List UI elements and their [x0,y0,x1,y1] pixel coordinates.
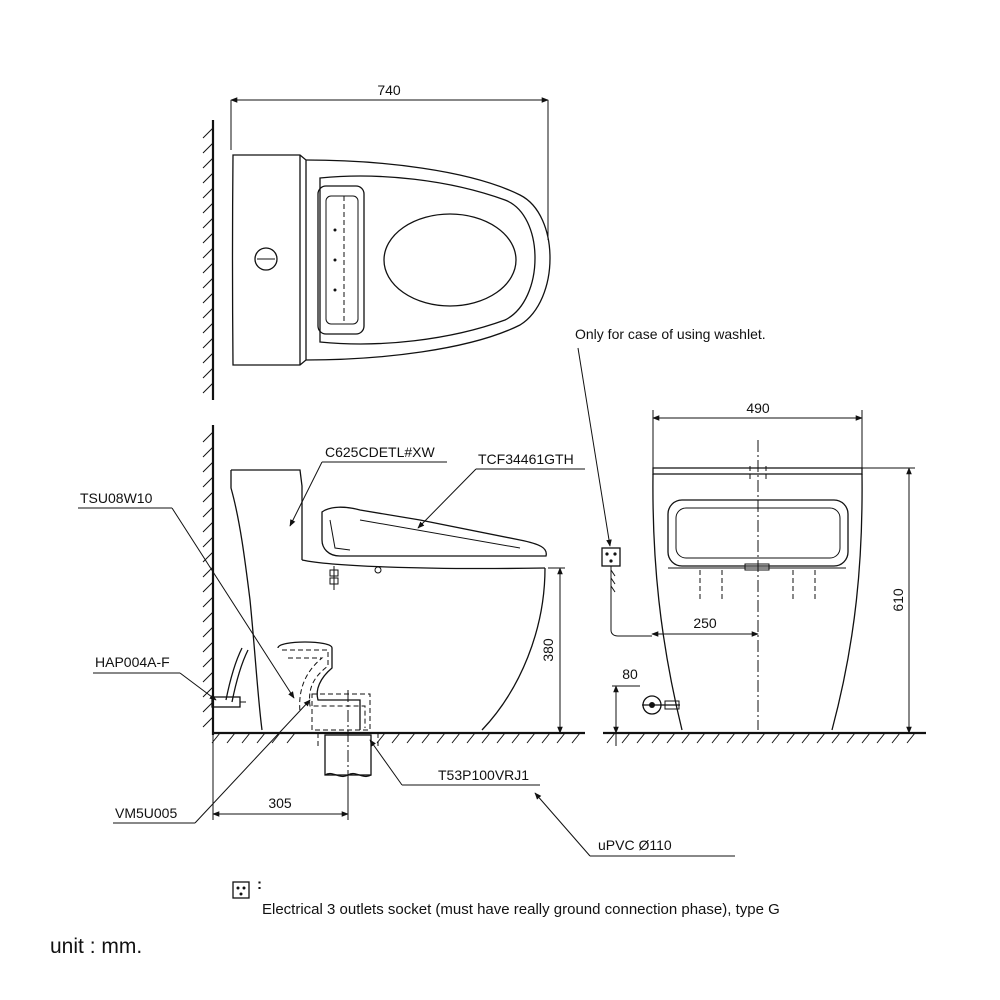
legend-symbol-colon: : [257,876,262,893]
dim-front-height: 610 [890,588,906,612]
top-view: 740 [202,82,551,400]
top-wall-hatch [202,127,214,394]
dim-supply-height: 80 [622,666,638,682]
label-washlet-model: TCF34461GTH [478,451,574,467]
front-floor-hatch [606,732,916,744]
label-washlet-note: Only for case of using washlet. [575,326,766,342]
side-view-labels: C625CDETL#XW TCF34461GTH TSU08W10 HAP004… [78,444,735,857]
label-seat-model: C625CDETL#XW [325,444,435,460]
dim-front-width: 490 [746,400,770,416]
side-floor-hatch [211,732,581,744]
dim-rough-in: 305 [268,795,292,811]
dim-supply-offset: 250 [693,615,717,631]
label-drain-adapter: T53P100VRJ1 [438,767,529,783]
dim-seat-height: 380 [540,638,556,662]
legend-socket-symbol [232,881,250,899]
label-flush-valve: TSU08W10 [80,490,153,506]
legend-socket-note: Electrical 3 outlets socket (must have r… [262,901,780,918]
unit-label: unit : mm. [50,935,143,958]
label-angle-valve: HAP004A-F [95,654,170,670]
label-flange: VM5U005 [115,805,177,821]
side-wall-hatch [202,431,214,728]
front-view: 490 610 250 80 Only for case of using wa… [575,326,926,746]
dim-top-width: 740 [377,82,401,98]
electrical-socket-icon [601,547,621,567]
label-drain-pipe: uPVC Ø110 [598,837,672,853]
side-view: 380 305 [202,425,585,820]
